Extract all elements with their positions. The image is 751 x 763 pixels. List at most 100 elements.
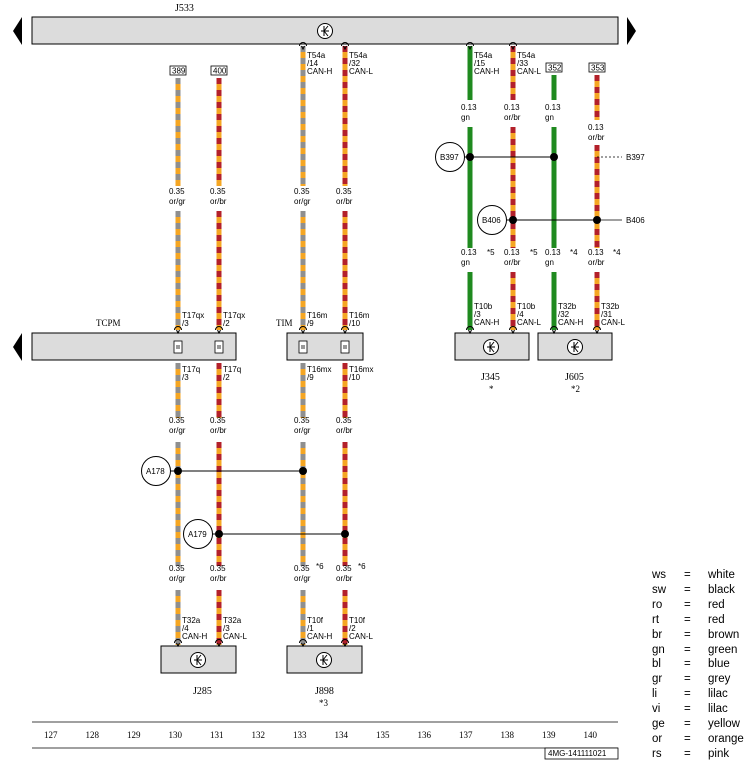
track-number: 135 bbox=[376, 730, 390, 740]
legend-row: or=orange bbox=[652, 732, 744, 747]
wire-size-label: 0.35 bbox=[169, 416, 185, 425]
wire-reference-number: 353 bbox=[591, 64, 605, 73]
legend-color-name: black bbox=[708, 583, 735, 596]
j285-control-unit-icon bbox=[190, 652, 206, 668]
wire-size-label: 0.13 bbox=[461, 248, 477, 257]
wire-reference-number: 352 bbox=[548, 64, 562, 73]
j533-control-unit-icon bbox=[317, 23, 333, 39]
wire-footnote: *4 bbox=[613, 248, 621, 257]
track-number: 129 bbox=[127, 730, 141, 740]
legend-code: rs bbox=[652, 747, 662, 760]
wire-layer bbox=[175, 46, 622, 645]
wire-size-label: 0.35 bbox=[336, 187, 352, 196]
j898-pin-connector: T10f bbox=[349, 616, 366, 625]
legend-equals: = bbox=[684, 628, 691, 641]
wire-footnote: *6 bbox=[316, 562, 324, 571]
legend-equals: = bbox=[684, 718, 691, 731]
j345-control-unit-icon bbox=[483, 339, 499, 355]
track-number: 127 bbox=[44, 730, 58, 740]
tcpm-bottom-pin: /2 bbox=[223, 373, 230, 382]
wire-size-label: 0.35 bbox=[294, 416, 310, 425]
connector-icon bbox=[214, 340, 224, 354]
a179-label: A179 bbox=[188, 530, 207, 539]
j285-pin-signal: CAN-H bbox=[182, 632, 208, 641]
j285-pin-pin: /4 bbox=[182, 624, 189, 633]
tcpm-top-connector: T17qx bbox=[182, 311, 204, 320]
wire-reference-box bbox=[169, 65, 187, 76]
wire-reference-number: 400 bbox=[213, 67, 227, 76]
legend-color-name: grey bbox=[708, 673, 731, 686]
wire-reference-number: 389 bbox=[172, 67, 186, 76]
wire-reference-box bbox=[545, 62, 563, 73]
j898-pin-signal: CAN-H bbox=[307, 632, 333, 641]
wire-footnote: *5 bbox=[487, 248, 495, 257]
junction-dot bbox=[593, 216, 601, 224]
junction-dot bbox=[341, 530, 349, 538]
wire-color-label: or/br bbox=[336, 426, 353, 435]
wire-color-label: or/gr bbox=[169, 197, 186, 206]
j898-pin-signal: CAN-L bbox=[349, 632, 374, 641]
legend-row: sw=black bbox=[652, 583, 744, 598]
legend-code: ws bbox=[652, 569, 667, 581]
j533-pin-pin: /15 bbox=[474, 59, 486, 68]
j605-label: J605 bbox=[565, 372, 584, 383]
tim-top-connector: T16m bbox=[307, 311, 328, 320]
tcpm-bottom-connector: T17q bbox=[182, 365, 200, 374]
j605-note: *2 bbox=[571, 384, 580, 394]
tim-top-connector: T16m bbox=[349, 311, 370, 320]
wire-color-label: or/gr bbox=[169, 574, 186, 583]
legend-equals: = bbox=[684, 643, 691, 656]
wire-color-label: gn bbox=[461, 113, 470, 122]
wire-color-label: gn bbox=[545, 113, 554, 122]
track-number: 140 bbox=[584, 730, 598, 740]
tcpm-top-pin: /3 bbox=[182, 319, 189, 328]
track-number: 130 bbox=[169, 730, 183, 740]
j345-pin-pin: /4 bbox=[517, 310, 524, 319]
tcpm-label: TCPM bbox=[96, 318, 121, 328]
connector-icon bbox=[340, 340, 350, 354]
tim-bottom-connector: T16mx bbox=[349, 365, 373, 374]
wire-color-label: or/br bbox=[504, 258, 521, 267]
j345-label: J345 bbox=[481, 372, 500, 383]
wire-size-label: 0.13 bbox=[545, 103, 561, 112]
legend-equals: = bbox=[684, 673, 691, 686]
j533-pin-connector: T54a bbox=[307, 51, 326, 60]
legend-color-name: white bbox=[708, 569, 735, 581]
legend-row: vi=lilac bbox=[652, 702, 744, 717]
legend-equals: = bbox=[684, 569, 691, 581]
wire-size-label: 0.35 bbox=[336, 564, 352, 573]
j285-pin-connector: T32a bbox=[223, 616, 242, 625]
legend-color-name: green bbox=[708, 643, 738, 656]
j285-pin-signal: CAN-L bbox=[223, 632, 248, 641]
legend-row: ro=red bbox=[652, 598, 744, 613]
legend-equals: = bbox=[684, 732, 691, 745]
wire-reference-box bbox=[588, 62, 606, 73]
b397-continuation-label: B397 bbox=[626, 153, 645, 162]
j533-pin-connector: T54a bbox=[474, 51, 493, 60]
track-number: 137 bbox=[459, 730, 473, 740]
j605-pin-connector: T32b bbox=[558, 302, 577, 311]
wire-color-label: or/gr bbox=[294, 197, 311, 206]
legend-equals: = bbox=[684, 613, 691, 626]
j898-pin-pin: /1 bbox=[307, 624, 314, 633]
track-number: 132 bbox=[252, 730, 266, 740]
wire-color-label: or/br bbox=[504, 113, 521, 122]
legend-equals: = bbox=[684, 583, 691, 596]
legend-row: rt=red bbox=[652, 613, 744, 628]
legend-equals: = bbox=[684, 658, 691, 671]
j605-pin-connector: T32b bbox=[601, 302, 620, 311]
legend-color-name: red bbox=[708, 613, 725, 626]
document-code-box bbox=[544, 747, 619, 760]
wire-size-label: 0.35 bbox=[169, 187, 185, 196]
legend-color-name: lilac bbox=[708, 703, 728, 716]
j533-pin-signal: CAN-H bbox=[474, 67, 500, 76]
legend-row: li=lilac bbox=[652, 687, 744, 702]
legend-row: rs=pink bbox=[652, 747, 744, 762]
tim-top-pin: /10 bbox=[349, 319, 361, 328]
tim-bottom-connector: T16mx bbox=[307, 365, 331, 374]
j285-pin-pin: /3 bbox=[223, 624, 230, 633]
wire-size-label: 0.35 bbox=[336, 416, 352, 425]
junction-dot bbox=[466, 153, 474, 161]
wire-size-label: 0.35 bbox=[169, 564, 185, 573]
tim-bottom-pin: /9 bbox=[307, 373, 314, 382]
